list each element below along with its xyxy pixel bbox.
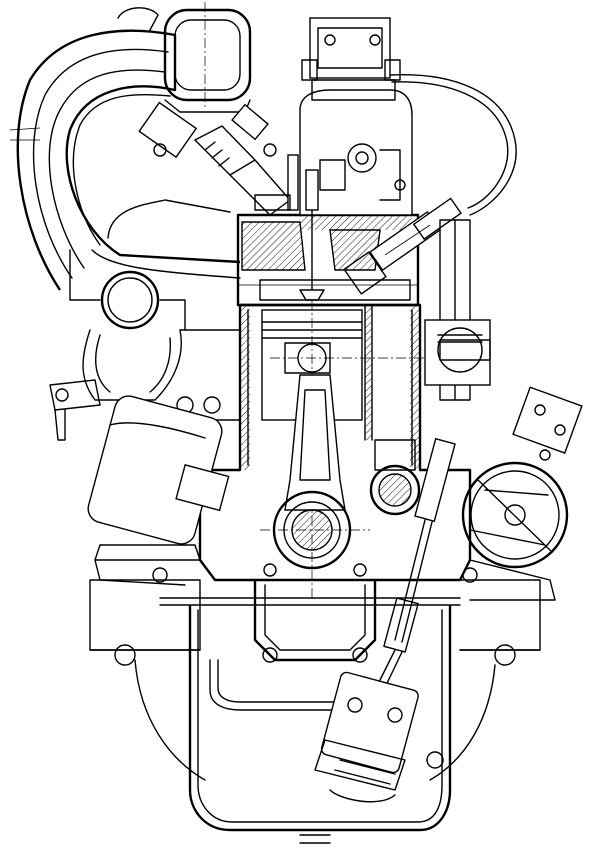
- carburetor: [138, 101, 291, 216]
- intake-pipe: [9, 29, 241, 291]
- crankcase: [89, 579, 541, 781]
- camshaft: [369, 219, 491, 516]
- oil-filter: [87, 395, 230, 586]
- spark-plug: [343, 197, 462, 295]
- oil-pump: [314, 671, 419, 803]
- connecting-rod: [260, 374, 370, 570]
- air-filter-housing: [117, 2, 252, 113]
- oil-pump-drive: [369, 437, 456, 703]
- oil-pan: [188, 605, 452, 832]
- fuel-line: [389, 73, 517, 216]
- valve-train: [254, 17, 413, 301]
- main-bearing-cap: [253, 580, 377, 663]
- distributor: [461, 386, 583, 601]
- fasteners: [152, 143, 478, 844]
